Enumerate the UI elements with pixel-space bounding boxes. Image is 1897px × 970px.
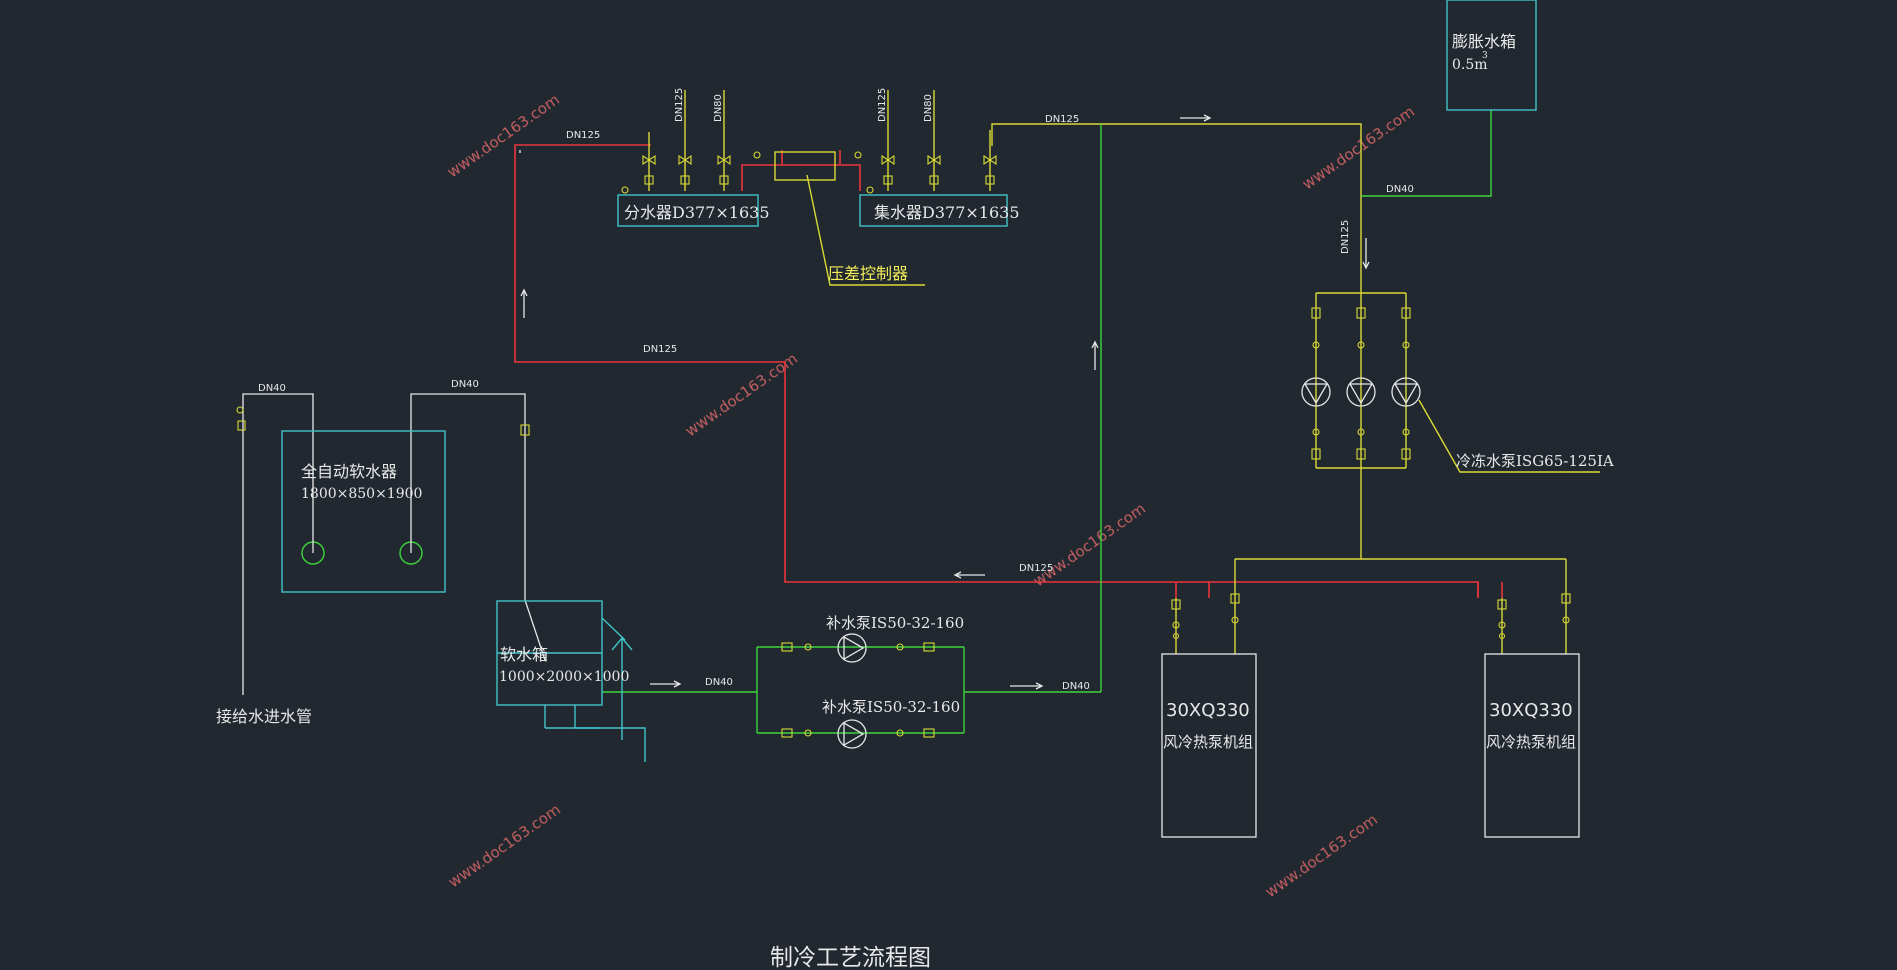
- makeup-pump-2: [837, 719, 867, 749]
- chilled-pump-label: 冷冻水泵ISG65-125IA: [1456, 452, 1614, 470]
- watermark: www.doc163.com: [445, 800, 564, 891]
- pumps: [837, 377, 1421, 749]
- label-makeup-out: DN40: [1062, 681, 1090, 692]
- expansion-tank-name: 膨胀水箱: [1452, 32, 1516, 51]
- soft-tank-name: 软水箱: [500, 645, 548, 664]
- softener-size: 1800×850×1900: [301, 486, 422, 502]
- makeup-pump-1-label: 补水泵IS50-32-160: [826, 614, 964, 632]
- label-supply-mid: DN125: [643, 344, 677, 355]
- diagram-title: 制冷工艺流程图: [770, 945, 931, 970]
- watermark: www.doc163.com: [444, 90, 563, 181]
- label-branch-1: DN125: [674, 88, 685, 122]
- watermark: www.doc163.com: [1030, 499, 1149, 590]
- label-makeup-in: DN40: [705, 677, 733, 688]
- equipment-outlines: [281, 0, 1537, 762]
- label-supply-top: DN125: [566, 130, 600, 141]
- chilled-pump-2: [1346, 377, 1376, 407]
- chilled-pump-3: [1391, 377, 1421, 407]
- expansion-tank-sup: 3: [1482, 51, 1488, 61]
- equipment-labels: 分水器D377×1635 集水器D377×1635 压差控制器 膨胀水箱 0.5…: [216, 32, 1614, 751]
- label-softener-out: DN40: [451, 379, 479, 390]
- valve-symbols: [236, 151, 1571, 738]
- watermark: www.doc163.com: [1299, 102, 1418, 193]
- label-softener-in: DN40: [258, 383, 286, 394]
- expansion-tank: [1446, 0, 1537, 111]
- softener-name: 全自动软水器: [301, 462, 397, 481]
- watermark: www.doc163.com: [1262, 810, 1381, 901]
- label-branch-2: DN80: [713, 94, 724, 122]
- pressure-controller-label: 压差控制器: [828, 264, 908, 283]
- soft-tank-size: 1000×2000×1000: [499, 669, 629, 685]
- label-expansion-dn: DN40: [1386, 184, 1414, 195]
- expansion-tank-volume: 0.5m: [1452, 57, 1488, 73]
- unit-2-model: 30XQ330: [1489, 700, 1573, 721]
- makeup-pump-1: [837, 633, 867, 663]
- return-pipes: [648, 90, 1600, 654]
- label-return-top: DN125: [1045, 114, 1079, 125]
- label-branch-4: DN80: [923, 94, 934, 122]
- label-riser-dn: DN125: [1340, 220, 1351, 254]
- unit-1-model: 30XQ330: [1166, 700, 1250, 721]
- watermark: www.doc163.com: [682, 349, 801, 440]
- makeup-pump-2-label: 补水泵IS50-32-160: [822, 698, 960, 716]
- label-return-bottom: DN125: [1019, 563, 1053, 574]
- collector-box: [859, 194, 1008, 227]
- white-elements: [242, 114, 1580, 838]
- collector-label: 集水器D377×1635: [874, 203, 1020, 222]
- unit-1-name: 风冷热泵机组: [1163, 733, 1253, 751]
- pipe-labels: DN125 DN125 DN125 DN125 DN40 DN125 DN40 …: [258, 88, 1414, 692]
- heat-pump-unit-1: [1161, 653, 1257, 838]
- unit-2-name: 风冷热泵机组: [1486, 733, 1576, 751]
- auto-softener: [281, 430, 446, 593]
- distributor-box: [617, 194, 759, 227]
- water-inlet-label: 接给水进水管: [216, 707, 312, 726]
- distributor-label: 分水器D377×1635: [624, 203, 770, 222]
- label-branch-3: DN125: [877, 88, 888, 122]
- heat-pump-unit-2: [1484, 653, 1580, 838]
- chilled-pump-1: [1301, 377, 1331, 407]
